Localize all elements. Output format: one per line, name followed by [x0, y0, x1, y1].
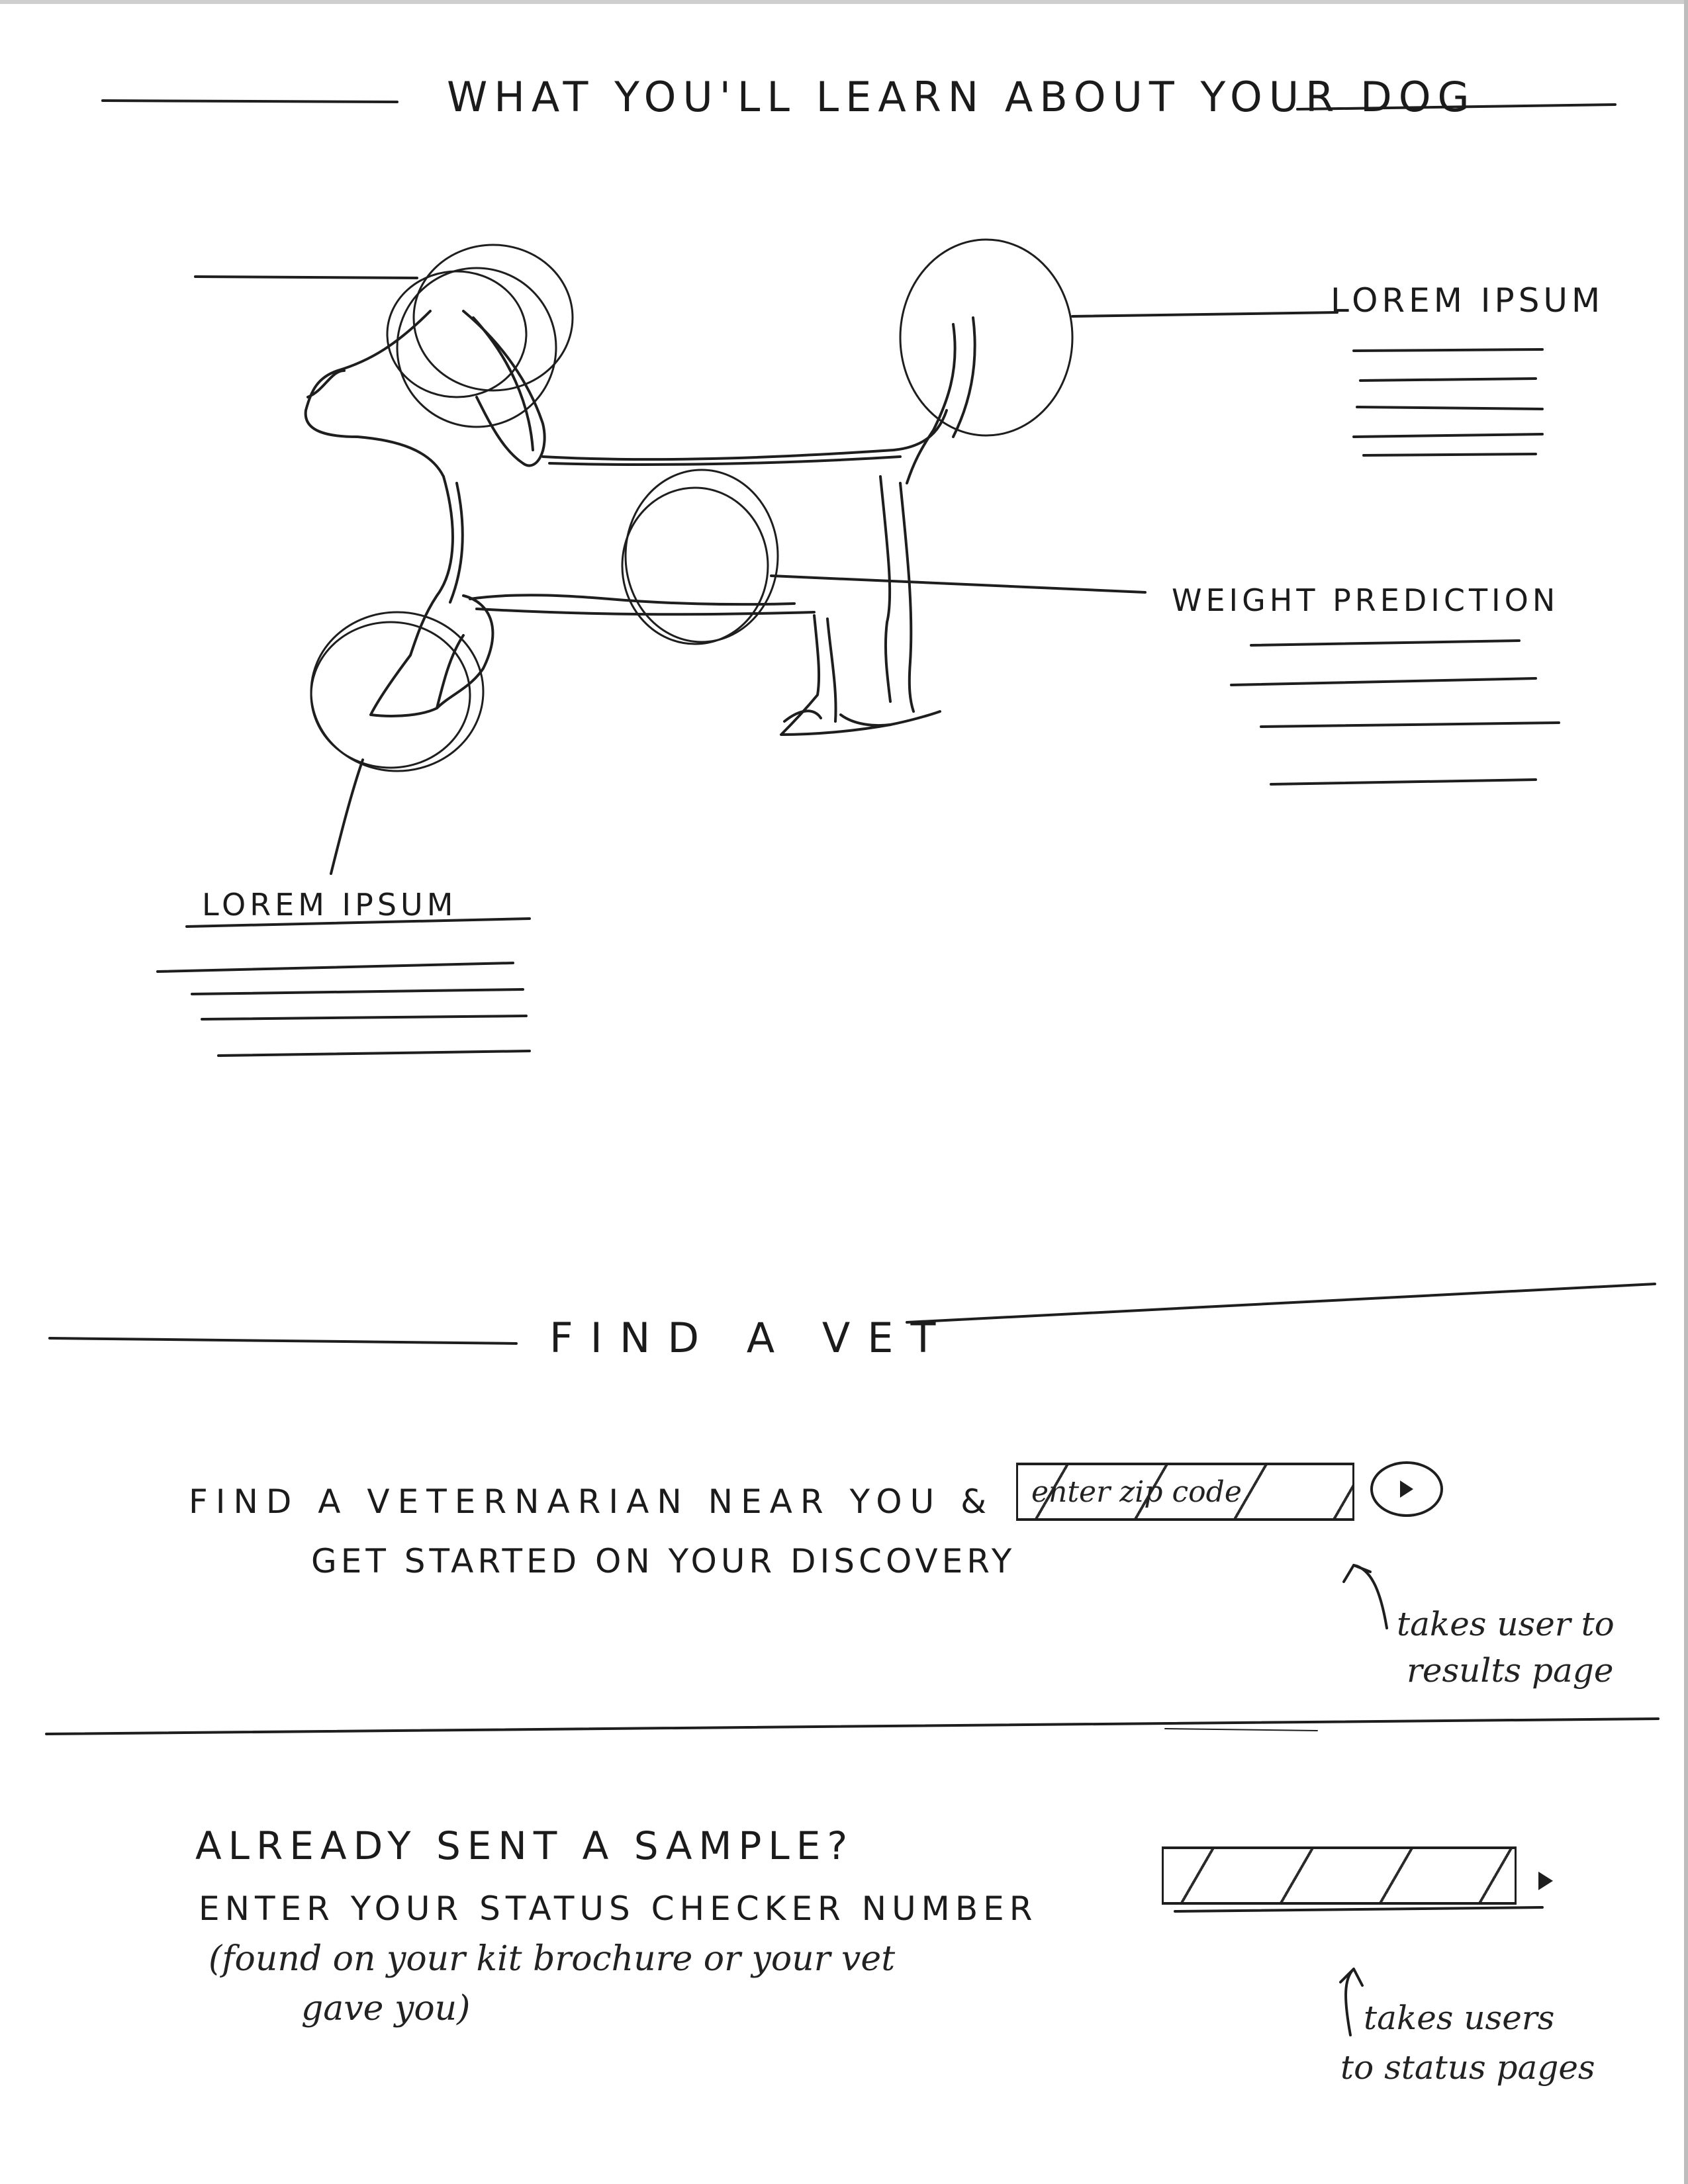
status-number-field[interactable]	[1162, 1846, 1517, 1905]
callout-title-weight-prediction: WEIGHT PREDICTION	[1172, 582, 1560, 618]
section-divider-faint	[1164, 1728, 1318, 1731]
zip-code-field[interactable]	[1016, 1463, 1354, 1521]
zip-code-input[interactable]	[1018, 1465, 1352, 1518]
dog-highlight-circles	[310, 238, 1074, 772]
status-note-line2: to status pages	[1340, 2048, 1595, 2087]
zip-note-line1: takes user to	[1397, 1605, 1615, 1643]
vet-rule-left	[48, 1337, 518, 1345]
section-title-find-vet: FIND A VET	[549, 1314, 953, 1362]
status-submit-button[interactable]	[1526, 1861, 1566, 1901]
paper-edge-top	[0, 0, 1688, 4]
header-rule-right	[1296, 103, 1617, 111]
header-rule-left	[101, 99, 399, 103]
go-arrow-icon	[1538, 1872, 1553, 1890]
status-instructions-line1: ENTER YOUR STATUS CHECKER NUMBER	[199, 1889, 1038, 1928]
page-title: WHAT YOU'LL LEARN ABOUT YOUR DOG	[447, 73, 1476, 121]
vet-rule-right	[906, 1283, 1656, 1324]
go-arrow-icon	[1400, 1480, 1413, 1498]
curved-arrow-icon	[1339, 1968, 1364, 2036]
dog-illustration	[304, 310, 976, 736]
leader-top-left	[194, 275, 418, 279]
paper-edge-right	[1684, 0, 1688, 2184]
callout-title-top-right: LOREM IPSUM	[1331, 281, 1605, 320]
section-divider	[45, 1717, 1660, 1735]
status-instructions-line3: gave you)	[301, 1989, 471, 2028]
zip-note-line2: results page	[1407, 1651, 1614, 1690]
status-field-underline	[1174, 1906, 1544, 1913]
text-lines-bottom-left	[156, 917, 531, 1057]
status-instructions-line2: (found on your kit brochure or your vet	[209, 1939, 896, 1979]
status-section-title: ALREADY SENT A SAMPLE?	[195, 1823, 855, 1868]
leader-bottom-left	[330, 758, 364, 875]
callout-title-bottom-left: LOREM IPSUM	[202, 887, 457, 923]
zip-submit-button[interactable]	[1370, 1461, 1443, 1517]
find-vet-description-line2: GET STARTED ON YOUR DISCOVERY	[311, 1542, 1016, 1580]
text-lines-middle-right	[1230, 639, 1560, 786]
status-note-line1: takes users	[1364, 1999, 1555, 2037]
leader-middle	[770, 574, 1147, 594]
leader-top-right	[1071, 311, 1338, 318]
find-vet-description-line1: FIND A VETERNARIAN NEAR YOU &	[189, 1482, 995, 1521]
text-lines-top-right	[1352, 348, 1544, 457]
curved-arrow-icon	[1342, 1564, 1388, 1629]
status-number-input[interactable]	[1164, 1849, 1515, 1902]
